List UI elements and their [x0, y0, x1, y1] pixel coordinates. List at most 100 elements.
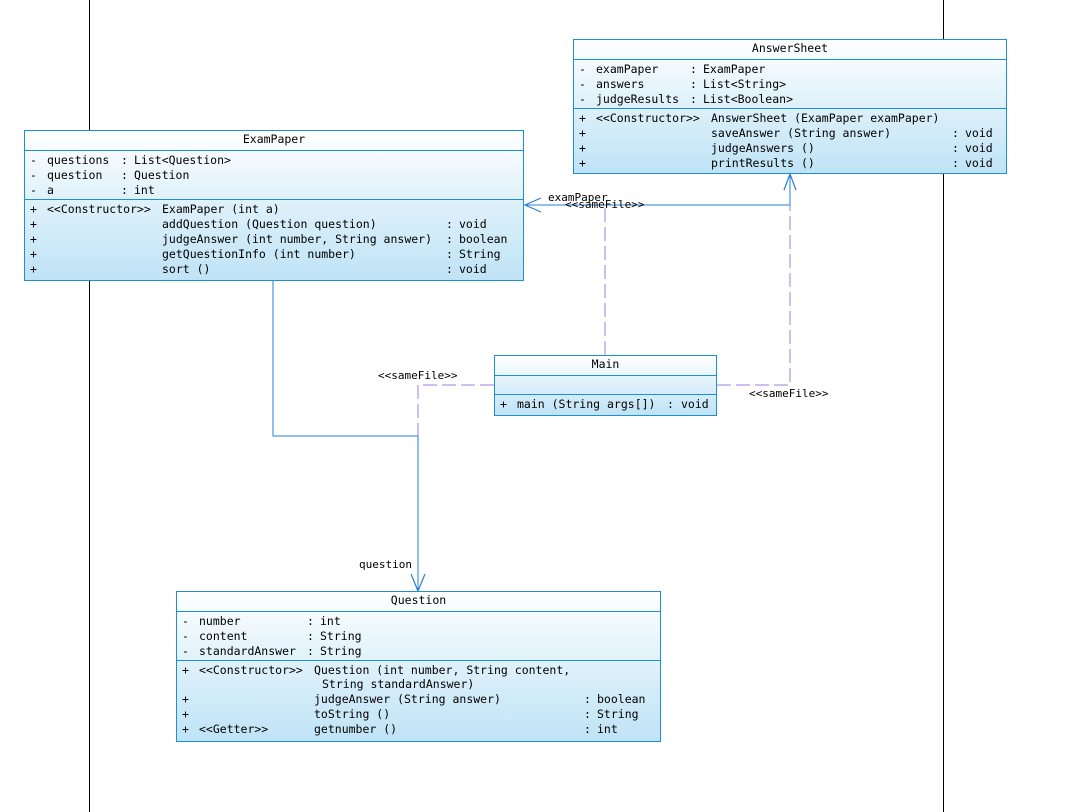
- member-text: String: [597, 707, 639, 721]
- member-text: void: [459, 262, 487, 276]
- member-text: judgeResults: [596, 92, 680, 106]
- member-text: getnumber (): [314, 722, 398, 736]
- member-text: :: [952, 156, 959, 170]
- operation-row: + judgeAnswer (String answer) : boolean: [177, 692, 660, 707]
- class-name: ExamPaper: [25, 131, 523, 151]
- member-text: +: [182, 692, 189, 706]
- attributes-section: - questions : List<Question> - question …: [25, 151, 523, 200]
- operation-row: + sort () : void: [25, 262, 523, 277]
- member-text: String: [459, 247, 501, 261]
- member-text: :: [584, 707, 591, 721]
- member-text: +: [579, 156, 586, 170]
- member-text: :: [667, 397, 674, 411]
- member-text: toString (): [314, 707, 391, 721]
- member-text: <<Constructor>>: [199, 663, 303, 677]
- member-text: -: [30, 153, 37, 167]
- member-text: question: [47, 168, 103, 182]
- attribute-row: - judgeResults : List<Boolean>: [574, 92, 1006, 107]
- attribute-row: - question : Question: [25, 168, 523, 183]
- operations-section: + <<Constructor>> ExamPaper (int a) + ad…: [25, 200, 523, 278]
- member-text: :: [690, 62, 697, 76]
- lifeline-left: [89, 0, 90, 812]
- member-text: -: [182, 629, 189, 643]
- class-name: AnswerSheet: [574, 40, 1006, 60]
- member-text: sort (): [162, 262, 211, 276]
- member-text: AnswerSheet (ExamPaper examPaper): [711, 111, 940, 125]
- member-text: -: [579, 92, 586, 106]
- operation-row: + judgeAnswer (int number, String answer…: [25, 232, 523, 247]
- member-text: void: [965, 126, 993, 140]
- role-question-label: question: [359, 558, 412, 571]
- member-text: +: [182, 722, 189, 736]
- class-main[interactable]: Main + main (String args[]) : void: [494, 355, 717, 416]
- operations-section: + <<Constructor>> Question (int number, …: [177, 661, 660, 738]
- member-text: +: [182, 663, 189, 677]
- member-text: void: [459, 217, 487, 231]
- association-answersheet-exampaper: [525, 176, 791, 206]
- class-name: Main: [495, 356, 716, 376]
- member-text: :: [121, 168, 128, 182]
- operation-row: + printResults () : void: [574, 156, 1006, 171]
- operation-row: + <<Constructor>> AnswerSheet (ExamPaper…: [574, 111, 1006, 126]
- member-text: +: [30, 262, 37, 276]
- attributes-section: - examPaper : ExamPaper - answers : List…: [574, 60, 1006, 109]
- operations-section: + <<Constructor>> AnswerSheet (ExamPaper…: [574, 109, 1006, 172]
- member-text: ExamPaper (int a): [162, 202, 280, 216]
- lifeline-right: [943, 0, 944, 812]
- operation-row: + getQuestionInfo (int number) : String: [25, 247, 523, 262]
- member-text: +: [579, 141, 586, 155]
- member-text: :: [307, 614, 314, 628]
- attribute-row: - examPaper : ExamPaper: [574, 62, 1006, 77]
- class-name: Question: [177, 592, 660, 612]
- member-text: :: [446, 217, 453, 231]
- member-text: int: [320, 614, 341, 628]
- attributes-section: - number : int - content : String - stan…: [177, 612, 660, 661]
- class-question[interactable]: Question - number : int - content : Stri…: [176, 591, 661, 742]
- member-text: questions: [47, 153, 110, 167]
- member-text: -: [30, 183, 37, 197]
- member-text: -: [579, 77, 586, 91]
- operation-row: + judgeAnswers () : void: [574, 141, 1006, 156]
- member-text: <<Getter>>: [199, 722, 269, 736]
- member-text: List<Question>: [134, 153, 231, 167]
- member-text: content: [199, 629, 248, 643]
- member-text: String standardAnswer): [322, 677, 475, 691]
- samefile-label-3: <<sameFile>>: [749, 387, 829, 400]
- member-text: ExamPaper: [703, 62, 766, 76]
- member-text: boolean: [459, 232, 508, 246]
- member-text: String: [320, 629, 362, 643]
- member-text: +: [30, 247, 37, 261]
- class-exampaper[interactable]: ExamPaper - questions : List<Question> -…: [24, 130, 524, 281]
- member-text: List<Boolean>: [703, 92, 794, 106]
- operation-row: + toString () : String: [177, 707, 660, 722]
- operations-section: + main (String args[]) : void: [495, 395, 716, 413]
- operation-row: + main (String args[]) : void: [495, 397, 716, 412]
- member-text: Question: [134, 168, 190, 182]
- member-text: :: [952, 141, 959, 155]
- attribute-row: - number : int: [177, 614, 660, 629]
- class-answersheet[interactable]: AnswerSheet - examPaper : ExamPaper - an…: [573, 39, 1007, 174]
- association-exampaper-question: [272, 281, 419, 591]
- member-text: main (String args[]): [517, 397, 656, 411]
- member-text: -: [579, 62, 586, 76]
- operation-row: + <<Getter>> getnumber () : int: [177, 722, 660, 737]
- operation-row: + <<Constructor>> Question (int number, …: [177, 663, 660, 692]
- member-text: :: [584, 722, 591, 736]
- attribute-row: - answers : List<String>: [574, 77, 1006, 92]
- operation-row: + addQuestion (Question question) : void: [25, 217, 523, 232]
- member-text: <<Constructor>>: [47, 202, 151, 216]
- samefile-label-1: <<sameFile>>: [565, 198, 645, 211]
- member-text: +: [500, 397, 507, 411]
- member-text: number: [199, 614, 241, 628]
- attribute-row: - questions : List<Question>: [25, 153, 523, 168]
- operation-row: + saveAnswer (String answer) : void: [574, 126, 1006, 141]
- member-text: void: [965, 141, 993, 155]
- attributes-section: [495, 376, 716, 395]
- arrowhead-answersheet: [783, 172, 797, 191]
- member-text: String: [320, 644, 362, 658]
- member-text: :: [307, 629, 314, 643]
- member-text: int: [134, 183, 155, 197]
- member-text: :: [952, 126, 959, 140]
- member-text: :: [121, 153, 128, 167]
